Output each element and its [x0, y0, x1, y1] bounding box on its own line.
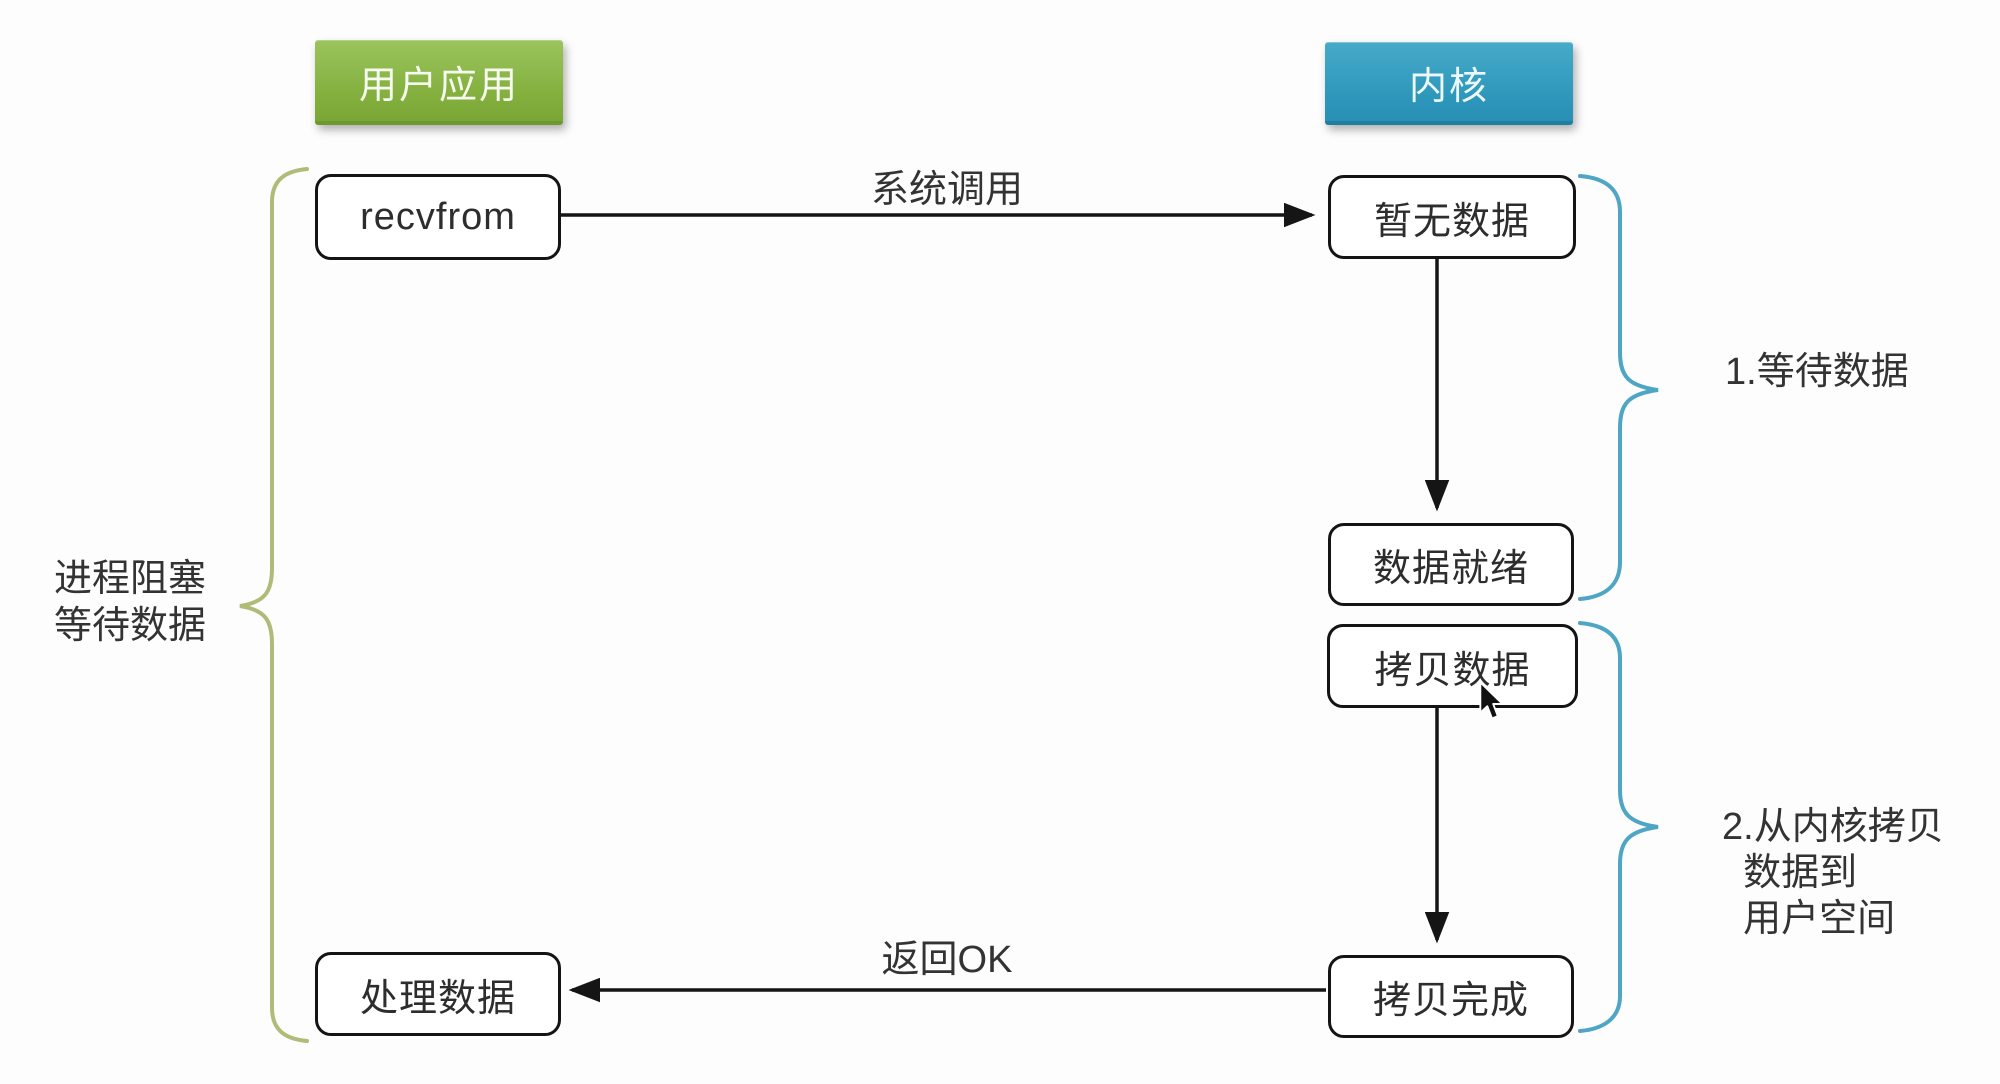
- phase1-label: 1.等待数据: [1725, 351, 1909, 393]
- node-copy-data-label: 拷贝数据: [1374, 649, 1531, 692]
- node-data-ready: 数据就绪: [1328, 523, 1574, 606]
- node-process-data: 处理数据: [315, 952, 561, 1036]
- mouse-cursor-icon: [1479, 681, 1504, 720]
- node-recvfrom: recvfrom: [315, 174, 561, 260]
- node-process-data-label: 处理数据: [359, 977, 516, 1020]
- phase2-brace: [1578, 621, 1659, 1033]
- node-data-ready-label: 数据就绪: [1372, 548, 1529, 590]
- return-ok-label: 返回OK: [881, 939, 1013, 981]
- phase1-brace: [1578, 174, 1659, 601]
- node-copy-data: 拷贝数据: [1327, 624, 1578, 708]
- kernel-header-label: 内核: [1408, 65, 1489, 108]
- user-app-header: 用户应用: [315, 40, 563, 125]
- node-no-data: 暂无数据: [1328, 175, 1576, 259]
- user-app-header-label: 用户应用: [358, 64, 519, 107]
- phase2-label: 2.从内核拷贝 数据到 用户空间: [1722, 806, 1944, 940]
- kernel-header: 内核: [1325, 42, 1573, 125]
- node-no-data-label: 暂无数据: [1373, 200, 1530, 243]
- node-copy-done: 拷贝完成: [1328, 955, 1574, 1038]
- node-copy-done-label: 拷贝完成: [1372, 980, 1529, 1022]
- blocking-brace: [239, 167, 309, 1043]
- syscall-label: 系统调用: [870, 169, 1023, 211]
- node-recvfrom-label: recvfrom: [360, 195, 516, 238]
- blocking-label: 进程阻塞 等待数据: [53, 558, 206, 647]
